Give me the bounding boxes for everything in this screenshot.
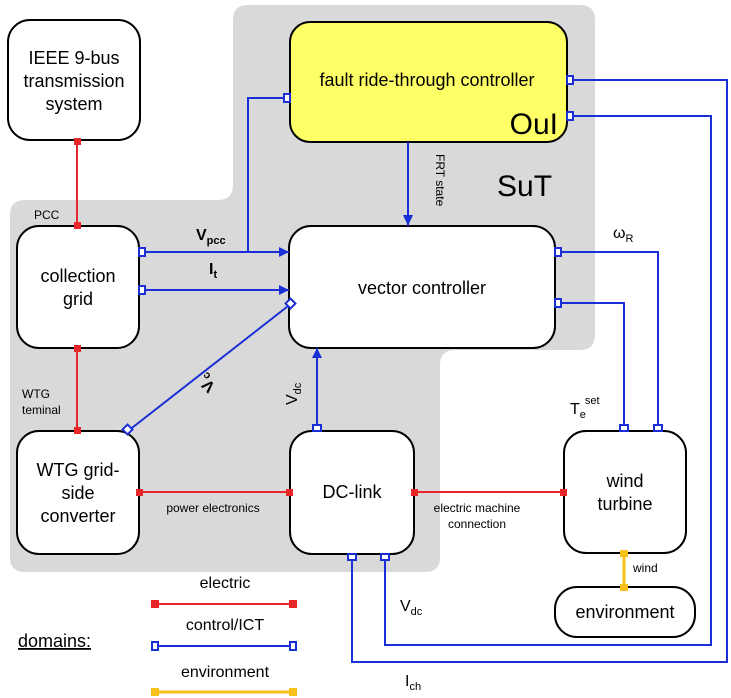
svg-text:Vdc: Vdc bbox=[284, 382, 304, 405]
ich-label: Ich bbox=[405, 673, 421, 693]
dc-link-label: DC-link bbox=[322, 482, 382, 502]
frt-state-label: FRT state bbox=[433, 154, 447, 207]
legend: domains: electric control/ICT environmen… bbox=[18, 575, 297, 696]
electric-connections bbox=[76, 141, 564, 493]
collection-label-line-2: grid bbox=[63, 289, 93, 309]
vpcc-label: Vpcc bbox=[196, 227, 226, 247]
vector-controller-block bbox=[288, 225, 556, 349]
te-set-label: Teset bbox=[570, 395, 600, 421]
electric-ports bbox=[74, 138, 567, 496]
collection-grid-block bbox=[16, 225, 140, 349]
sut-label: SuT bbox=[497, 170, 552, 203]
wtg-label-line-2: side bbox=[61, 483, 94, 503]
ieee-label-line-2: transmission bbox=[23, 71, 124, 91]
wind-turbine-block bbox=[563, 430, 687, 554]
vdc-vertical-label: Vdc bbox=[284, 382, 304, 405]
it-label: It bbox=[209, 261, 217, 281]
control-connections bbox=[127, 79, 728, 663]
electric-machine-connection-label-line-2: connection bbox=[448, 517, 506, 531]
omega-r-label: ωR bbox=[613, 225, 634, 245]
wind-label: wind bbox=[632, 561, 658, 575]
wtg-terminal-label-line-2: teminal bbox=[22, 403, 61, 417]
wtg-label-line-3: converter bbox=[40, 506, 115, 526]
frt-label: fault ride-through controller bbox=[319, 70, 534, 90]
environment-label: environment bbox=[575, 602, 674, 622]
control-arrowheads bbox=[279, 215, 413, 358]
ieee-label-line-1: IEEE 9-bus bbox=[28, 48, 119, 68]
wind-turbine-label-line-1: wind bbox=[605, 471, 643, 491]
wind-turbine-label-line-2: turbine bbox=[597, 494, 652, 514]
collection-label-line-1: collection bbox=[40, 266, 115, 286]
control-ports bbox=[121, 75, 663, 561]
legend-title: domains: bbox=[18, 631, 91, 651]
wtg-label-line-1: WTG grid- bbox=[37, 460, 120, 480]
legend-control-label: control/ICT bbox=[186, 617, 264, 634]
legend-environment-label: environment bbox=[181, 664, 270, 681]
svg-text:FRT state: FRT state bbox=[433, 154, 447, 207]
vdc-bottom-label: Vdc bbox=[400, 598, 423, 618]
ieee-label-line-3: system bbox=[45, 94, 102, 114]
pcc-label: PCC bbox=[34, 208, 60, 222]
legend-electric-label: electric bbox=[200, 575, 251, 592]
wtg-terminal-label-line-1: WTG bbox=[22, 387, 50, 401]
power-electronics-label: power electronics bbox=[166, 501, 259, 515]
environment-connection bbox=[620, 550, 628, 591]
electric-machine-connection-label-line-1: electric machine bbox=[434, 501, 521, 515]
oui-label: OuI bbox=[510, 108, 558, 141]
vector-controller-label: vector controller bbox=[358, 278, 486, 298]
